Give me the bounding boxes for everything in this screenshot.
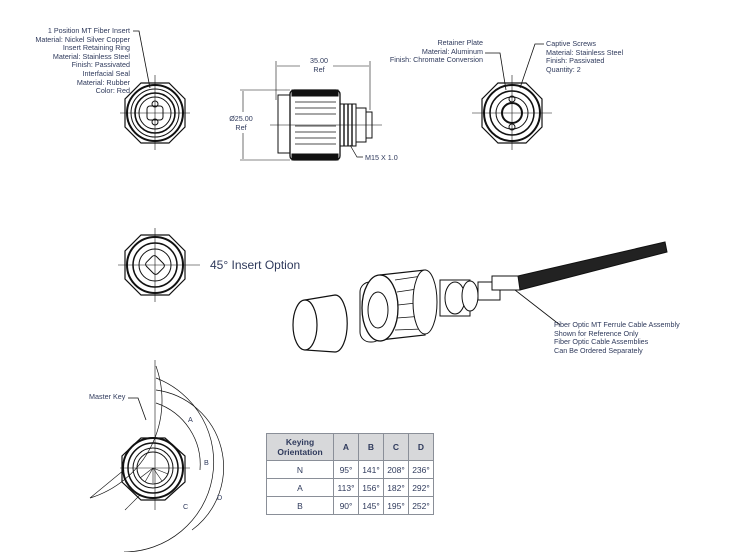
table-cell: 141° xyxy=(358,460,384,479)
screws-callout: Captive Screws Material: Stainless Steel… xyxy=(546,39,624,74)
callout-line: Shown for Reference Only xyxy=(554,328,639,338)
side-view xyxy=(240,61,382,161)
diameter-dimension: Ø25.00 Ref xyxy=(226,114,256,132)
dimension-value: 35.00 xyxy=(310,56,328,65)
callout-line: Insert Retaining Ring xyxy=(62,43,130,53)
length-dimension: 35.00 Ref xyxy=(306,56,332,74)
angle-label-b: B xyxy=(204,458,209,467)
table-cell: 208° xyxy=(383,460,409,479)
table-cell: 236° xyxy=(408,460,434,479)
callout-line: Retainer Plate xyxy=(437,38,483,47)
retainer-callout: Retainer Plate Material: Aluminum Finish… xyxy=(360,38,483,65)
table-cell: 182° xyxy=(383,478,409,497)
front-view xyxy=(120,30,190,150)
header-cell: B xyxy=(358,433,384,461)
callout-line: Finish: Chromate Conversion xyxy=(389,55,483,65)
table-row: A 113° 156° 182° 292° xyxy=(266,478,434,497)
dimension-value: Ø25.00 xyxy=(229,114,253,123)
rear-view xyxy=(472,43,552,150)
keying-table: Keying Orientation A B C D N 95° 141° 20… xyxy=(266,433,434,515)
header-cell: A xyxy=(333,433,359,461)
angle-label-a: A xyxy=(188,415,193,424)
ferrule-callout: Fiber Optic MT Ferrule Cable Assembly Sh… xyxy=(554,320,680,355)
callout-line: Material: Nickel Silver Copper xyxy=(35,34,130,44)
table-cell: 292° xyxy=(408,478,434,497)
table-cell: 145° xyxy=(358,496,384,515)
dimension-ref: Ref xyxy=(235,122,247,132)
table-cell: 90° xyxy=(333,496,359,515)
callout-line: Color: Red xyxy=(95,86,130,96)
callout-line: Interfacial Seal xyxy=(82,68,130,78)
callout-line: Finish: Passivated xyxy=(71,60,130,70)
callout-line: Fiber Optic Cable Assemblies xyxy=(554,337,649,347)
table-cell: 113° xyxy=(333,478,359,497)
insert-callout: 1 Position MT Fiber Insert Material: Nic… xyxy=(10,26,130,96)
callout-line: 1 Position MT Fiber Insert xyxy=(47,26,130,35)
angle-label-c: C xyxy=(183,502,189,511)
callout-line: Captive Screws xyxy=(546,39,596,48)
table-row: N 95° 141° 208° 236° xyxy=(266,460,434,479)
table-cell: 95° xyxy=(333,460,359,479)
table-cell: A xyxy=(266,478,334,497)
callout-line: Material: Stainless Steel xyxy=(546,47,624,57)
header-cell: Keying Orientation xyxy=(266,433,334,461)
exploded-view xyxy=(292,241,668,353)
callout-line: Material: Rubber xyxy=(76,77,130,87)
table-cell: 156° xyxy=(358,478,384,497)
header-cell: D xyxy=(408,433,434,461)
callout-line: Material: Stainless Steel xyxy=(52,51,130,61)
table-row: B 90° 145° 195° 252° xyxy=(266,496,434,515)
callout-line: Finish: Passivated xyxy=(546,56,605,66)
keying-view xyxy=(89,360,224,552)
insert-option-label: 45° Insert Option xyxy=(210,258,301,272)
dimension-ref: Ref xyxy=(313,64,325,74)
insert-option-view xyxy=(118,228,200,302)
table-cell: B xyxy=(266,496,334,515)
master-key-label: Master Key xyxy=(89,392,126,401)
callout-line: Material: Aluminum xyxy=(421,46,483,56)
table-cell: 195° xyxy=(383,496,409,515)
callout-line: Quantity: 2 xyxy=(546,64,581,74)
table-header: Keying Orientation A B C D xyxy=(266,433,434,461)
callout-line: Can Be Ordered Separately xyxy=(554,345,643,355)
thread-label: M15 X 1.0 xyxy=(365,153,398,162)
header-cell: C xyxy=(383,433,409,461)
callout-line: Fiber Optic MT Ferrule Cable Assembly xyxy=(554,320,680,329)
angle-label-d: D xyxy=(217,493,223,502)
table-cell: N xyxy=(266,460,334,479)
table-cell: 252° xyxy=(408,496,434,515)
